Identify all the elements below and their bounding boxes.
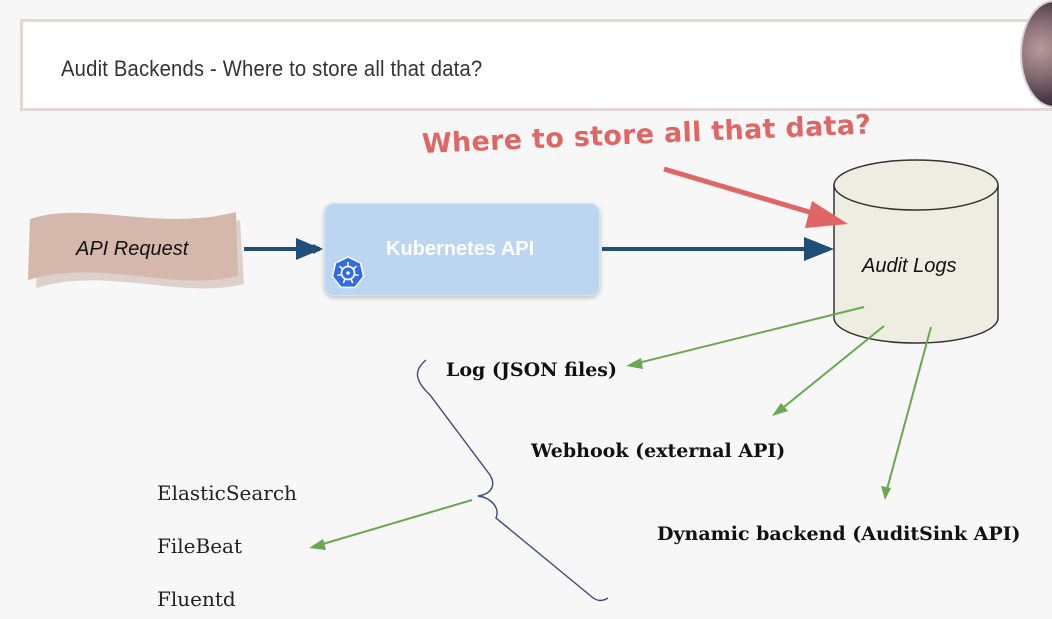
annotation-arrow xyxy=(663,166,827,220)
backend-log: Log (JSON files) xyxy=(446,359,617,381)
backend-arrows xyxy=(309,306,932,550)
tool-elasticsearch: ElasticSearch xyxy=(157,481,297,505)
api-request-label: API Request xyxy=(76,238,189,260)
slide-title: Audit Backends - Where to store all that… xyxy=(61,56,483,81)
tool-fluentd: Fluentd xyxy=(157,587,236,611)
kubernetes-api-box xyxy=(324,203,600,296)
audit-logs-label: Audit Logs xyxy=(862,255,957,277)
tool-filebeat: FileBeat xyxy=(157,534,242,558)
kubernetes-api-label: Kubernetes API xyxy=(386,238,535,260)
backend-webhook: Webhook (external API) xyxy=(531,440,786,462)
audit-logs-cylinder xyxy=(833,159,999,344)
title-box: Audit Backends - Where to store all that… xyxy=(20,19,1052,111)
backend-dynamic: Dynamic backend (AuditSink API) xyxy=(657,523,1021,545)
api-request-shape xyxy=(28,212,244,289)
curly-brace xyxy=(416,359,609,602)
